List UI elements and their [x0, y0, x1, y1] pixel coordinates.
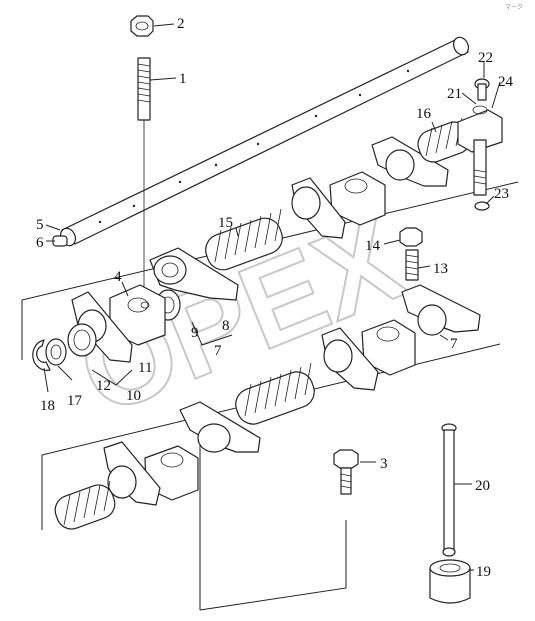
rocker-arm-middle — [291, 177, 346, 239]
callout-5: 5 — [36, 217, 44, 233]
callout-20: 20 — [475, 478, 490, 494]
rocker-arm-8 — [149, 247, 239, 301]
callout-4: 4 — [114, 269, 122, 285]
spring-lower — [235, 362, 315, 425]
callout-17: 17 — [67, 393, 83, 409]
washer-23 — [474, 201, 490, 211]
callout-19: 19 — [476, 564, 491, 580]
leader-lines — [43, 23, 501, 571]
callout-16: 16 — [416, 106, 432, 122]
spring-15 — [205, 208, 283, 271]
bolt-3 — [333, 449, 359, 495]
lower-rocker-assembly — [54, 284, 481, 530]
circlip-18 — [32, 339, 51, 371]
shaft-plug — [52, 235, 68, 247]
support-stud — [137, 57, 151, 300]
nut-top — [130, 15, 154, 37]
tappet-19 — [429, 559, 471, 604]
rocker-arm-lower-left — [103, 441, 161, 506]
rocker-shaft — [60, 36, 469, 247]
stud-13 — [405, 249, 419, 281]
washer-12 — [67, 323, 97, 357]
end-bracket — [457, 105, 503, 196]
callout-23: 23 — [494, 186, 509, 202]
callout-11: 11 — [138, 360, 152, 376]
callout-labels: 2 1 5 6 4 15 9 8 7 11 12 10 18 17 14 13 … — [36, 16, 514, 580]
callout-15: 15 — [218, 215, 233, 231]
spring-lower-left — [54, 480, 116, 530]
push-rod-20 — [441, 423, 457, 557]
upper-rocker-assembly — [32, 78, 503, 371]
callout-3: 3 — [380, 456, 388, 472]
callout-12: 12 — [96, 378, 111, 394]
callout-21: 21 — [447, 86, 462, 102]
callout-2: 2 — [177, 16, 185, 32]
rocker-arm-lower — [179, 401, 261, 453]
callout-7-upper: 7 — [214, 343, 222, 359]
callout-10: 10 — [126, 388, 141, 404]
callout-22: 22 — [478, 50, 493, 66]
corner-mark: マーク — [505, 4, 523, 11]
bolt-14 — [399, 227, 423, 247]
callout-7-lower: 7 — [450, 336, 458, 352]
callout-8: 8 — [222, 318, 230, 334]
callout-13: 13 — [433, 261, 448, 277]
screw-22 — [474, 78, 490, 101]
callout-18: 18 — [40, 398, 55, 414]
rocker-arm-lower-mid — [321, 327, 379, 391]
washer-17 — [45, 338, 67, 366]
rocker-arm-right — [371, 136, 449, 187]
callout-6: 6 — [36, 235, 44, 251]
callout-14: 14 — [365, 238, 381, 254]
rocker-arm-7-right — [401, 284, 481, 336]
callout-1: 1 — [179, 71, 187, 87]
callout-24: 24 — [498, 74, 514, 90]
callout-9: 9 — [191, 325, 199, 341]
